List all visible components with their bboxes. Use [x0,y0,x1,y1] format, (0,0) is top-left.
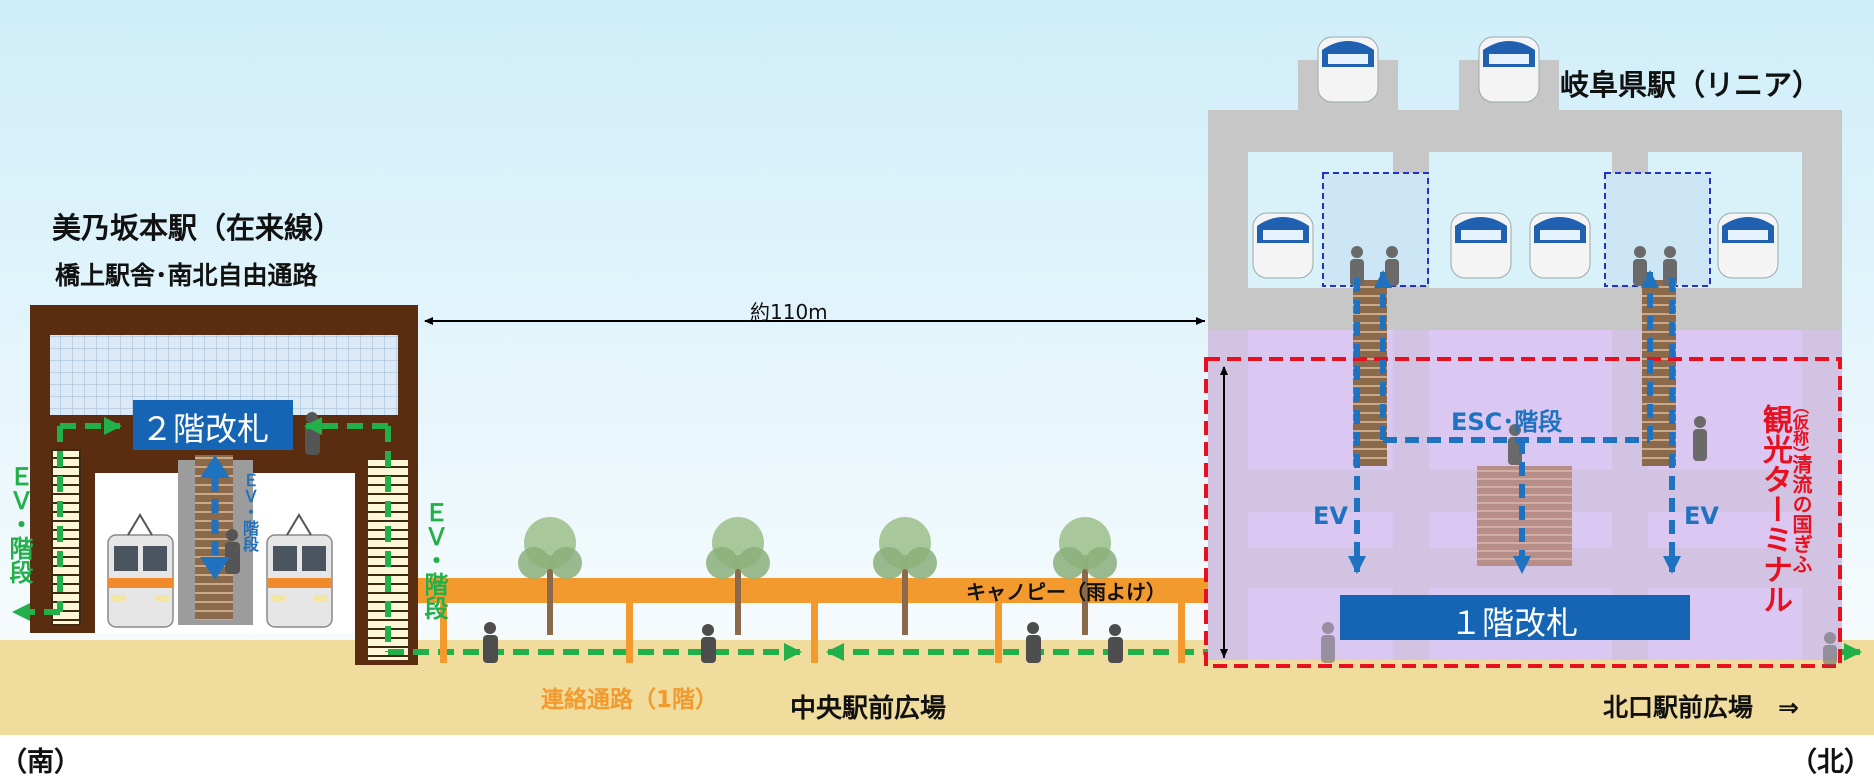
gate-1f-box [1340,595,1690,640]
terminal-people [1321,246,1837,665]
platform-box-right [1604,172,1711,287]
central-plaza-label: 中央駅前広場 [790,694,947,724]
north-plaza-label: 北口駅前広場 ⇒ [1603,693,1799,722]
left-blue-ev-path [200,455,230,580]
ev-right-label: EV [1684,502,1719,530]
pedestrians [483,622,1123,663]
ev-stairs-inner-label: ＥＶ・階段 [240,472,259,552]
ev-left-label: EV [1313,502,1348,530]
maglev-train-icons [1252,36,1779,279]
station-right-title: 岐阜県駅（リニア） [1560,68,1822,102]
stairs-left [51,449,81,626]
station-left-title: 美乃坂本駅（在来線） [52,211,343,245]
terminal-prefix-label: （仮称） [1790,398,1809,462]
esc-stairs-label: ESC･階段 [1451,408,1563,436]
terminal-outline [1204,357,1842,668]
platform-box-left [1322,172,1429,287]
mino-sakamoto-station [30,305,418,665]
trees [518,517,1117,635]
terminal-main-label: 観光ターミナル [1757,404,1792,614]
ev-stairs-mid-label: ＥＶ・階段 [420,500,448,620]
station-left-subtitle: 橋上駅舎･南北自由通路 [55,261,318,290]
gate-1f-label: １階改札 [1450,604,1579,642]
ev-stairs-left-label: ＥＶ・階段 [5,464,33,584]
distance-label: 約110m [750,300,828,324]
north-label: （北） [1790,747,1871,778]
south-label: （南） [0,747,81,778]
corridor-label: 連絡通路（1階） [541,687,719,713]
gate-2f-label: ２階改札 [141,410,270,448]
train-right-icon [266,513,333,628]
terminal-name-label: 清流の国ぎふ [1789,454,1813,574]
gate-2f-box [133,400,293,450]
terminal-blue-paths [1348,270,1681,574]
canopy-label: キャノピー（雨よけ） [966,580,1166,604]
train-left-icon [107,513,174,628]
